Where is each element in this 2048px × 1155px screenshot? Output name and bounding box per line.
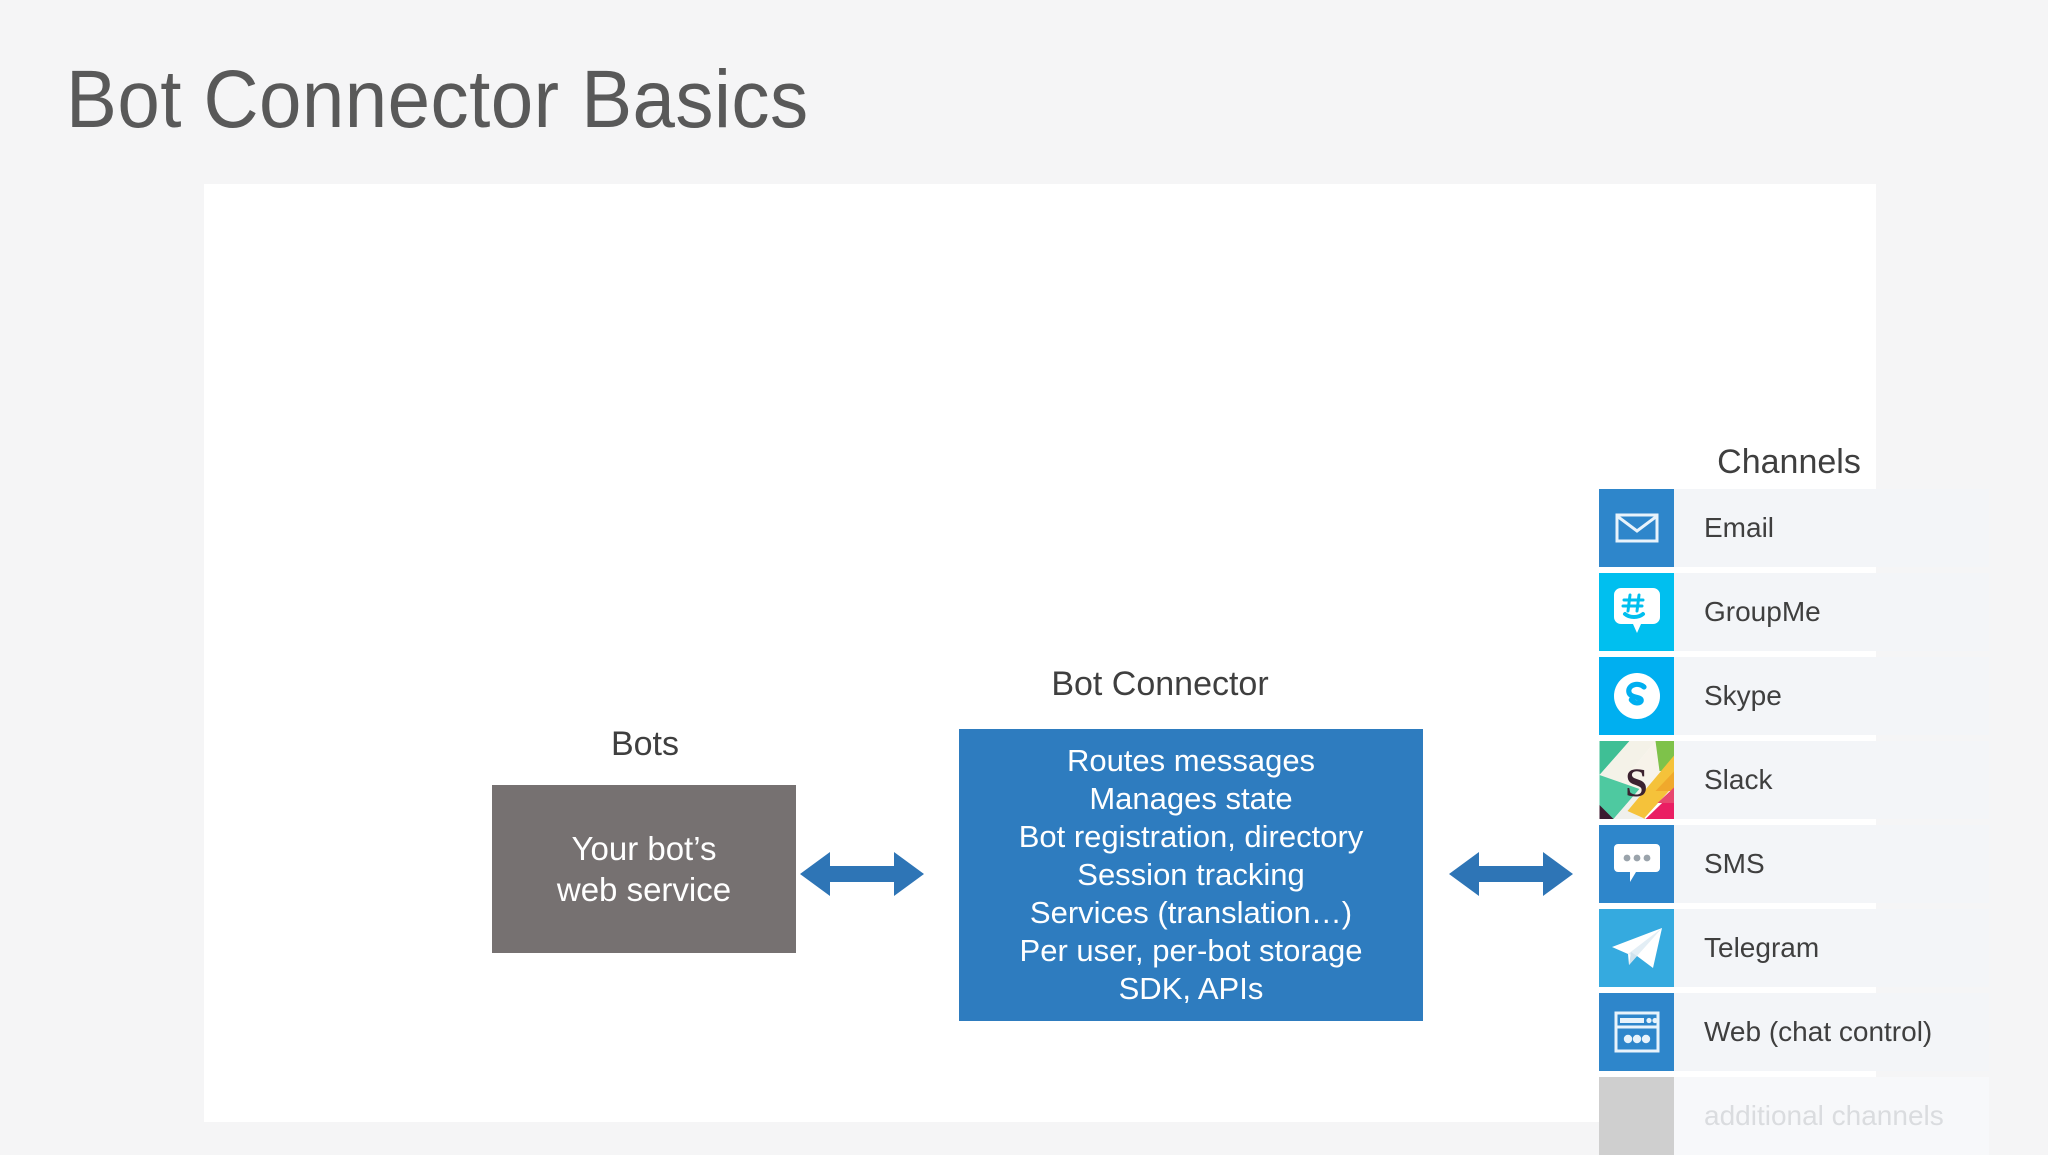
channel-label: Web (chat control) — [1674, 993, 1989, 1071]
feature-line: SDK, APIs — [1118, 971, 1264, 1006]
bot-connector-box: Routes messages Manages state Bot regist… — [959, 729, 1423, 1021]
bots-box: Your bot’s web service — [492, 785, 796, 953]
connector-caption: Bot Connector — [1051, 665, 1269, 703]
feature-line: Per user, per-bot storage — [1019, 933, 1363, 968]
channel-row[interactable]: Telegram — [1599, 909, 1989, 987]
blank-icon — [1599, 1077, 1674, 1155]
channel-row[interactable]: GroupMe — [1599, 573, 1989, 651]
groupme-icon — [1599, 573, 1674, 651]
bots-caption: Bots — [610, 725, 680, 763]
channel-row[interactable]: Web (chat control) — [1599, 993, 1989, 1071]
double-arrow-icon-right — [1449, 846, 1573, 902]
feature-line: Manages state — [1089, 781, 1293, 816]
svg-text:S: S — [1625, 760, 1647, 805]
channel-label: Telegram — [1674, 909, 1989, 987]
channels-caption: Channels — [1717, 443, 1861, 481]
bots-box-text: Your bot’s web service — [557, 828, 731, 910]
bots-box-line-1: Your bot’s — [571, 830, 717, 867]
channel-label: Slack — [1674, 741, 1989, 819]
feature-line: Services (translation…) — [1029, 895, 1353, 930]
channel-row[interactable]: S Slack — [1599, 741, 1989, 819]
telegram-icon — [1599, 909, 1674, 987]
channel-row[interactable]: Email — [1599, 489, 1989, 567]
channels-list: Email GroupMe Skype — [1599, 489, 1989, 1155]
channel-row-additional[interactable]: additional channels — [1599, 1077, 1989, 1155]
channel-label: Skype — [1674, 657, 1989, 735]
web-icon — [1599, 993, 1674, 1071]
sms-icon — [1599, 825, 1674, 903]
double-arrow-icon-left — [800, 846, 924, 902]
feature-line: Bot registration, directory — [1018, 819, 1364, 854]
channel-label: GroupMe — [1674, 573, 1989, 651]
feature-line: Session tracking — [1077, 857, 1305, 892]
channel-label: SMS — [1674, 825, 1989, 903]
bots-box-line-2: web service — [556, 871, 732, 908]
feature-line: Routes messages — [1066, 743, 1316, 778]
channel-label: Email — [1674, 489, 1989, 567]
channel-row[interactable]: SMS — [1599, 825, 1989, 903]
slide-content-card: Bots Your bot’s web service Bot Connecto… — [204, 184, 1989, 1155]
email-icon — [1599, 489, 1674, 567]
page-title: Bot Connector Basics — [66, 54, 809, 145]
channel-row[interactable]: Skype — [1599, 657, 1989, 735]
channel-label: additional channels — [1674, 1077, 1989, 1155]
slack-icon: S — [1599, 741, 1674, 819]
skype-icon — [1599, 657, 1674, 735]
bot-connector-feature-list: Routes messages Manages state Bot regist… — [1019, 742, 1364, 1008]
